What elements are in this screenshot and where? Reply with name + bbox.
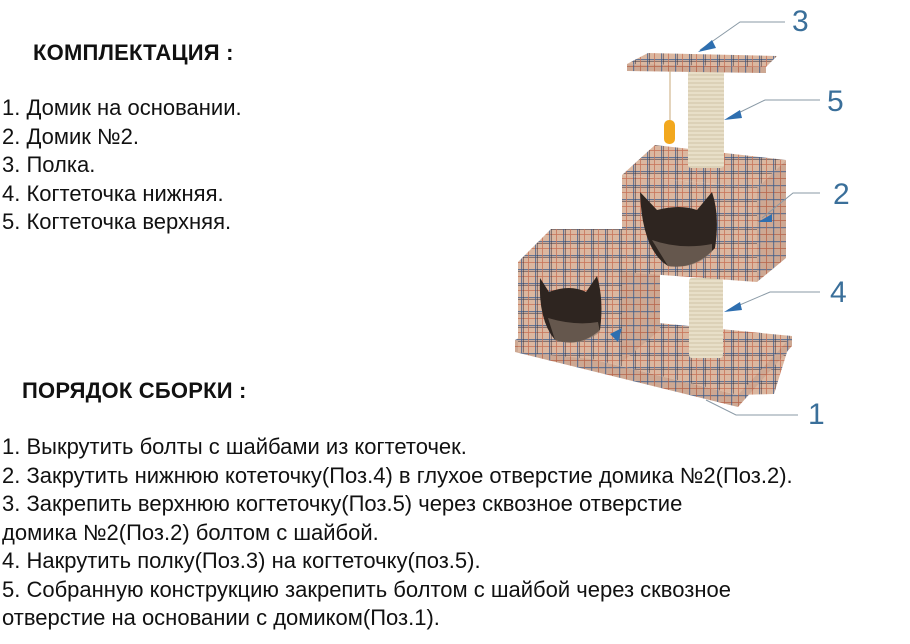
callout-5: 5 — [827, 85, 844, 118]
components-list: 1. Домик на основании. 2. Домик №2. 3. П… — [2, 94, 242, 237]
assembly-line: 1. Выкрутить болты с шайбами из когтеточ… — [2, 434, 467, 459]
component-item: 2. Домик №2. — [2, 123, 139, 149]
assembly-line: 2. Закрутить нижнюю котеточку(Поз.4) в г… — [2, 462, 793, 488]
assembly-steps: 1. Выкрутить болты с шайбами из когтеточ… — [2, 433, 793, 633]
component-item: 3. Полка. — [2, 152, 96, 178]
callout-4: 4 — [830, 276, 847, 309]
component-item: 1. Домик на основании. — [2, 95, 242, 120]
assembly-line: домика №2(Поз.2) болтом с шайбой. — [2, 519, 379, 545]
shelf — [627, 53, 777, 73]
lower-scratching-post — [689, 278, 723, 358]
assembly-line: 4. Накрутить полку(Поз.3) на когтеточку(… — [2, 548, 481, 573]
assembly-line: 3. Закрепить верхнюю когтеточку(Поз.5) ч… — [2, 491, 683, 516]
callout-1: 1 — [808, 398, 825, 431]
component-item: 5. Когтеточка верхняя. — [2, 209, 232, 235]
components-heading: КОМПЛЕКТАЦИЯ : — [33, 40, 234, 65]
cat-house-illustration: 3 5 2 4 1 — [490, 0, 910, 440]
callout-2: 2 — [833, 178, 850, 211]
component-item: 4. Когтеточка нижняя. — [2, 180, 224, 206]
toy — [664, 70, 675, 144]
upper-scratching-post — [688, 68, 724, 168]
callout-3: 3 — [792, 5, 809, 38]
assembly-line: отверстие на основании с домиком(Поз.1). — [2, 605, 440, 630]
assembly-line: 5. Собранную конструкцию закрепить болто… — [2, 576, 731, 602]
assembly-heading: ПОРЯДОК СБОРКИ : — [22, 378, 247, 403]
